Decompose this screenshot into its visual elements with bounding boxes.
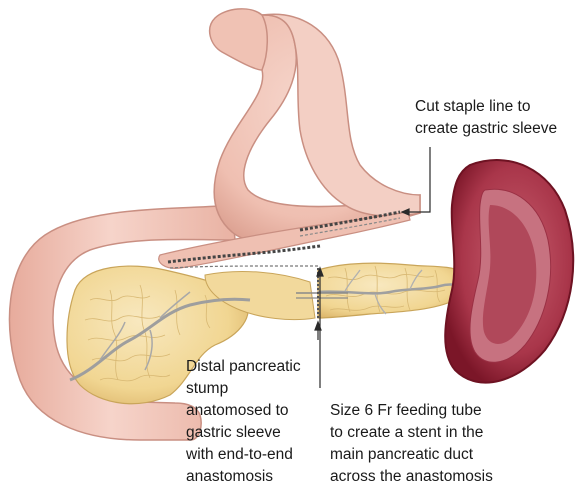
feeding-tube-label-line-3: main pancreatic duct (330, 444, 493, 466)
staple-line-label-line-1: Cut staple line to (415, 96, 557, 118)
distal-stump-label-line-1: Distal pancreatic (186, 356, 301, 378)
feeding-tube-label: Size 6 Fr feeding tube to create a stent… (330, 400, 493, 488)
stomach-upper (210, 9, 268, 70)
distal-stump-label: Distal pancreatic stump anatomosed to ga… (186, 356, 301, 488)
staple-line-label-line-2: create gastric sleeve (415, 118, 557, 140)
staple-line-label: Cut staple line to create gastric sleeve (415, 96, 557, 140)
feeding-tube-label-line-4: across the anastomosis (330, 466, 493, 488)
distal-stump-label-line-4: gastric sleeve (186, 422, 301, 444)
feeding-tube-label-line-2: to create a stent in the (330, 422, 493, 444)
distal-stump-label-line-5: with end-to-end (186, 444, 301, 466)
distal-stump-label-line-3: anatomosed to (186, 400, 301, 422)
distal-stump-label-line-6: anastomosis (186, 466, 301, 488)
feeding-tube-label-line-1: Size 6 Fr feeding tube (330, 400, 493, 422)
distal-stump-label-line-2: stump (186, 378, 301, 400)
